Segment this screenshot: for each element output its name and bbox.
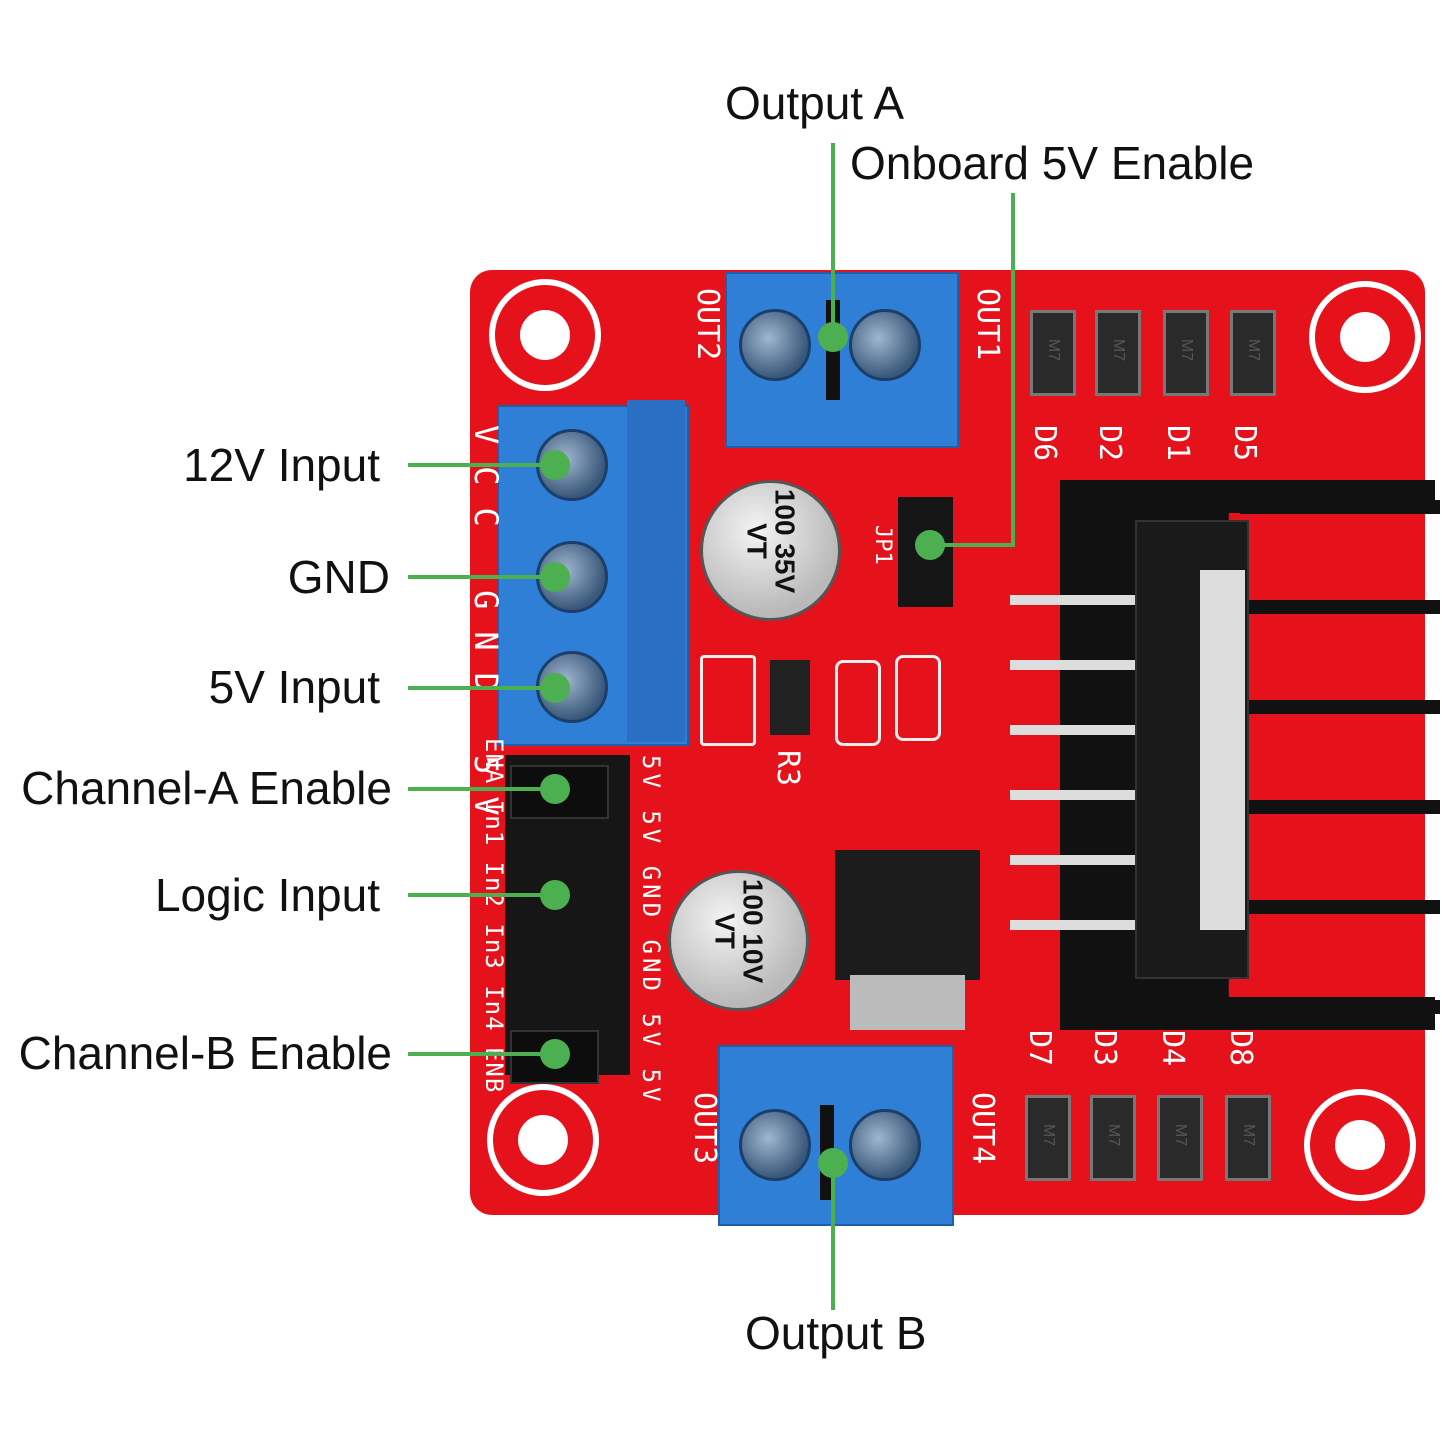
callout-dot xyxy=(818,322,848,352)
callout-line-gnd xyxy=(408,575,555,579)
callout-line-output-b xyxy=(831,1163,835,1310)
mounting-hole xyxy=(489,279,601,391)
label-5v-input: 5V Input xyxy=(208,661,380,713)
silk-jp1: JP1 xyxy=(870,525,895,565)
silk-out2: OUT2 xyxy=(690,288,725,361)
callout-dot xyxy=(915,530,945,560)
mounting-hole xyxy=(487,1084,599,1196)
resistor xyxy=(770,660,810,735)
silk-d2: D2 xyxy=(1092,425,1127,462)
silk-d7: D7 xyxy=(1022,1030,1057,1067)
screw xyxy=(849,1109,921,1181)
silk-d5: D5 xyxy=(1227,425,1262,462)
smd-component xyxy=(700,655,756,746)
label-output-a: Output A xyxy=(725,77,905,129)
chip-tab xyxy=(1200,570,1245,930)
mounting-hole xyxy=(1309,281,1421,393)
heat-sink-fins xyxy=(1240,500,1440,1020)
silk-out1: OUT1 xyxy=(970,288,1005,361)
label-output-b: Output B xyxy=(745,1307,927,1359)
silk-d4: D4 xyxy=(1155,1030,1190,1067)
silk-logic-pins: ENA In1 In2 In3 In4 ENB xyxy=(480,738,508,1094)
regulator-tab xyxy=(850,975,965,1030)
callout-dot xyxy=(540,880,570,910)
label-channel-b-enable: Channel-B Enable xyxy=(18,1027,392,1079)
callout-line-5v-enable xyxy=(1011,193,1015,547)
callout-dot xyxy=(540,562,570,592)
silk-out3: OUT3 xyxy=(687,1092,722,1165)
callout-dot xyxy=(818,1148,848,1178)
screw xyxy=(739,1109,811,1181)
label-logic-input: Logic Input xyxy=(154,869,380,921)
mounting-hole xyxy=(1304,1089,1416,1201)
silk-d6: D6 xyxy=(1027,425,1062,462)
capacitor-100uf-35v: 100 35V VT xyxy=(700,480,841,621)
label-channel-a-enable: Channel-A Enable xyxy=(21,762,392,814)
label-onboard-5v-enable: Onboard 5V Enable xyxy=(850,137,1255,189)
terminal-power-side xyxy=(627,400,685,742)
callout-dot xyxy=(540,450,570,480)
callout-line-5v-enable-h xyxy=(930,543,1015,547)
voltage-regulator xyxy=(835,850,980,980)
diode: M7 xyxy=(1025,1095,1071,1181)
silk-out4: OUT4 xyxy=(965,1092,1000,1165)
silk-r3: R3 xyxy=(770,750,805,787)
silk-d8: D8 xyxy=(1223,1030,1258,1067)
diode: M7 xyxy=(1090,1095,1136,1181)
callout-dot xyxy=(540,774,570,804)
label-12v-input: 12V Input xyxy=(183,439,380,491)
diode: M7 xyxy=(1095,310,1141,396)
label-gnd: GND xyxy=(287,551,390,603)
callout-line-output-a xyxy=(831,143,835,337)
silk-header-right: 5V 5V GND GND 5V 5V xyxy=(637,755,665,1106)
silk-d1: D1 xyxy=(1160,425,1195,462)
callout-line-12v xyxy=(408,463,555,467)
callout-line-logic xyxy=(408,893,555,897)
callout-dot xyxy=(540,673,570,703)
silk-d3: D3 xyxy=(1087,1030,1122,1067)
callout-dot xyxy=(540,1039,570,1069)
diode: M7 xyxy=(1225,1095,1271,1181)
callout-line-ena xyxy=(408,787,555,791)
callout-line-enb xyxy=(408,1052,555,1056)
diode: M7 xyxy=(1157,1095,1203,1181)
diode: M7 xyxy=(1030,310,1076,396)
diode: M7 xyxy=(1230,310,1276,396)
smd-component xyxy=(895,655,941,741)
screw xyxy=(849,309,921,381)
chip-pins xyxy=(1010,540,1135,950)
diode: M7 xyxy=(1163,310,1209,396)
callout-line-5v xyxy=(408,686,555,690)
capacitor-100uf-10v: 100 10V VT xyxy=(668,870,809,1011)
smd-component xyxy=(835,660,881,746)
screw xyxy=(739,309,811,381)
